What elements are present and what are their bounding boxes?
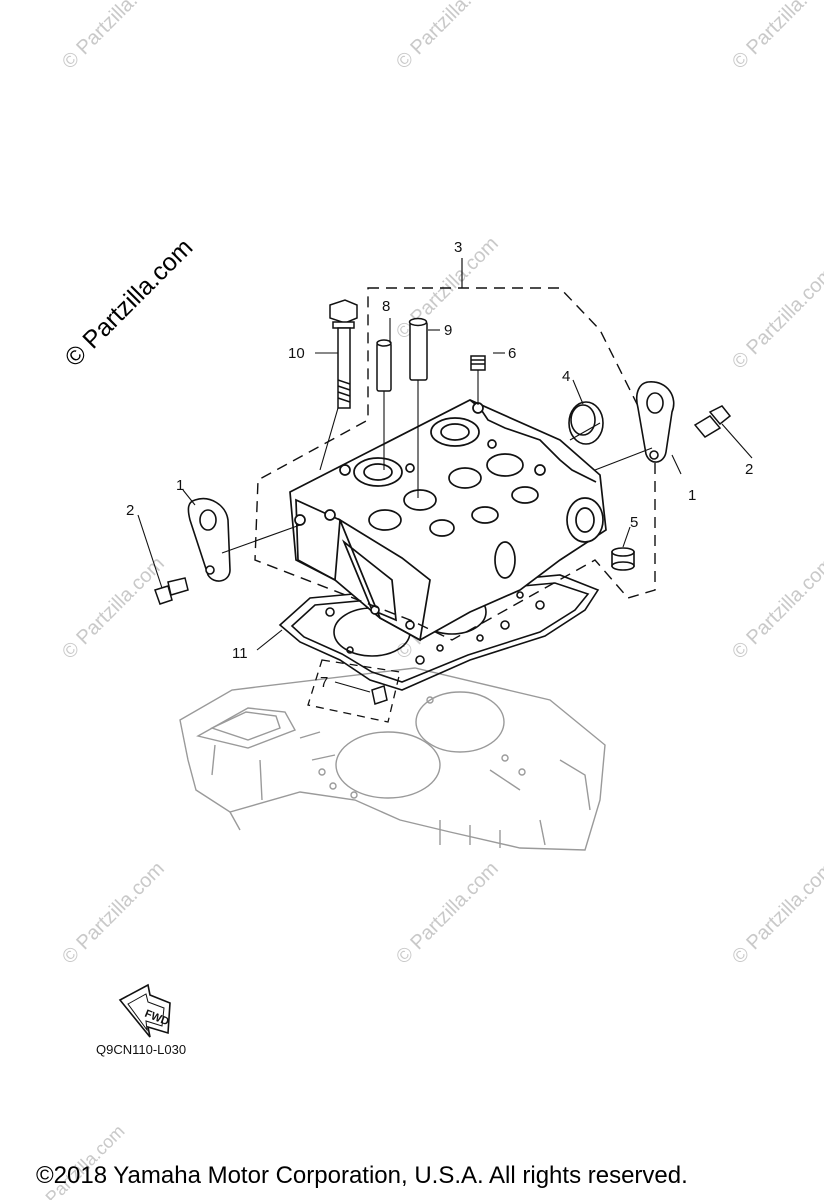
bolt-2-right-part	[693, 405, 732, 438]
dowel-9-part	[408, 317, 428, 381]
watermark-tile: © Partzilla.com	[392, 858, 503, 969]
callout-3: 3	[454, 239, 462, 256]
plug-5-part	[611, 547, 635, 571]
watermark-tile: © Partzilla.com	[728, 263, 824, 374]
hanger-plate-right-part	[635, 381, 675, 463]
watermark-main: © Partzilla.com	[59, 233, 198, 372]
plug-7-part	[371, 685, 388, 705]
callout-5: 5	[630, 514, 638, 531]
diagram-code: Q9CN110-L030	[96, 1042, 186, 1057]
watermark-tile: © Partzilla.com	[728, 858, 824, 969]
dowel-8-part	[376, 339, 392, 392]
watermark-tile: © Partzilla.com	[728, 0, 824, 74]
callout-8: 8	[382, 298, 390, 315]
watermark-tile: © Partzilla.com	[58, 0, 169, 74]
watermark-tile: © Partzilla.com	[58, 858, 169, 969]
fwd-arrow-icon	[118, 983, 171, 1038]
callout-6: 6	[508, 345, 516, 362]
watermark-tile: © Partzilla.com	[392, 0, 503, 74]
plug-7-boundary	[307, 659, 401, 723]
copyright-notice: ©2018 Yamaha Motor Corporation, U.S.A. A…	[36, 1162, 688, 1189]
callout-2-left: 2	[126, 502, 134, 519]
assembly-boundary	[254, 287, 656, 641]
plug-6-part	[470, 355, 486, 371]
callout-11: 11	[232, 645, 248, 662]
callout-9: 9	[444, 322, 452, 339]
bolt-2-left-part	[154, 577, 189, 605]
watermark-tile: © Partzilla.com	[728, 553, 824, 664]
engine-block-outline	[179, 667, 606, 851]
callout-1-left: 1	[176, 477, 184, 494]
callout-10: 10	[288, 345, 305, 362]
callout-7: 7	[320, 674, 328, 691]
plug-4-part	[568, 401, 604, 445]
callout-2-right: 2	[745, 461, 753, 478]
callout-1-right: 1	[688, 487, 696, 504]
watermark-tile: © Partzilla.com	[58, 553, 169, 664]
bolt-10-part	[329, 299, 358, 409]
cylinder-head-part	[289, 399, 607, 642]
callout-4: 4	[562, 368, 570, 385]
hanger-plate-left-part	[187, 498, 231, 582]
leader-lines	[137, 318, 753, 693]
